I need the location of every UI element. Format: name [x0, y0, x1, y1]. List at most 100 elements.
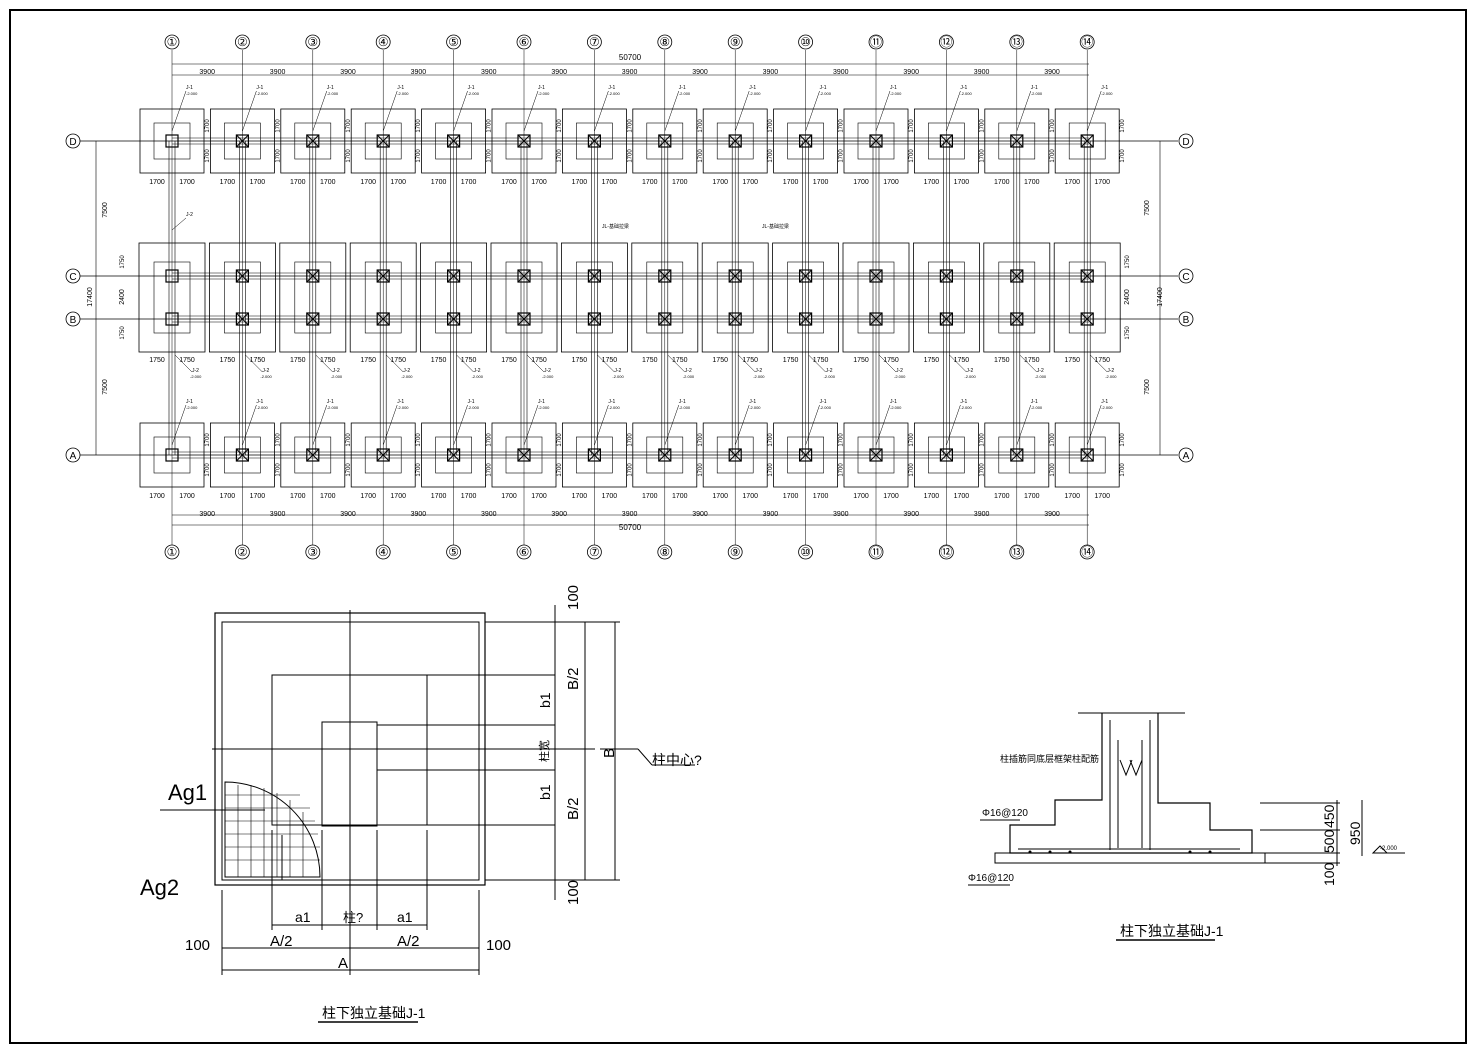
footing-tag-leader-A5	[453, 404, 468, 446]
footing-dim-r-D7: 1700	[602, 179, 618, 186]
footing-dim-b-A9: 1700	[768, 463, 774, 477]
footing-dim-r-A11: 1700	[883, 493, 899, 500]
dim-100-top: 100	[565, 585, 582, 610]
footing-dim-l-BC1: 1750	[149, 357, 165, 364]
footing-dim-r-BC8: 1750	[672, 357, 688, 364]
footing-dim-r-D8: 1700	[672, 179, 688, 186]
footing-dim-r-BC10: 1750	[813, 357, 829, 364]
bay-dim-bottom-8: 3900	[692, 511, 708, 518]
axis-label-bottom-14: ⑭	[1081, 545, 1093, 559]
footing-dim-l-A12: 1700	[924, 493, 940, 500]
footing-dim-l-D4: 1700	[360, 179, 376, 186]
footing-tag-leader-A7	[594, 404, 609, 446]
footing-tag-elev-A13: -2.000	[1031, 405, 1043, 410]
footing-dim-l-D10: 1700	[783, 179, 799, 186]
axis-label-bottom-11: ⑪	[870, 545, 882, 559]
footing-dim-r-BC13: 1750	[1024, 357, 1040, 364]
label-center: 柱中心?	[652, 752, 702, 768]
footing-tag-leader-A3	[312, 404, 328, 446]
footing-tag-leader-BC5	[456, 354, 474, 373]
footing-dim-t-A9: 1700	[768, 433, 774, 447]
footing-dim-t-A8: 1700	[698, 433, 704, 447]
footing-dim-r-A4: 1700	[390, 493, 406, 500]
footing-tag-elev-D2: -2.000	[256, 91, 268, 96]
tie-beams	[168, 137, 1091, 459]
axis-label-bottom-6: ⑥	[519, 545, 530, 559]
footing-tag-leader-BC7	[597, 354, 615, 373]
axis-bubble-top-11	[868, 34, 884, 50]
dim-100-bottom: 100	[565, 880, 582, 905]
axis-label-top-7: ⑦	[589, 35, 600, 49]
footing-tag-leader-D13	[1016, 90, 1032, 132]
footing-dim-t-D11: 1700	[909, 119, 915, 133]
footing-tag-elev-D12: -2.000	[960, 91, 972, 96]
footing-tag-elev-A5: -2.000	[468, 405, 480, 410]
axis-bubble-bottom-1	[164, 544, 180, 560]
footing-tag-D6: J-1	[538, 85, 545, 91]
axis-label-top-9: ⑨	[730, 35, 741, 49]
footing-dim-r-A5: 1700	[461, 493, 477, 500]
footing-tag-leader-BC4	[386, 354, 404, 373]
axis-label-top-10: ⑩	[800, 35, 811, 49]
footing-tag-leader-D12	[946, 90, 961, 132]
footing-dim-l-A13: 1700	[994, 493, 1010, 500]
footing-tag-D7: J-1	[608, 85, 615, 91]
footing-dim-l-D11: 1700	[853, 179, 869, 186]
footing-tag-leader-BC13	[1019, 354, 1037, 373]
footing-dim-b-A13: 1700	[1050, 463, 1056, 477]
footing-dim-l-A6: 1700	[501, 493, 517, 500]
footing-dim-r-A13: 1700	[1024, 493, 1040, 500]
footing-tag-BC4: J-2	[403, 368, 410, 374]
footing-tag-D12: J-1	[960, 85, 967, 91]
axis-label-bottom-9: ⑨	[730, 545, 741, 559]
axis-bubble-top-2	[234, 34, 250, 50]
footing-dim-b-D10: 1700	[839, 149, 845, 163]
footing-tag-elev-BC2: -2.000	[260, 374, 272, 379]
footing-tag-leader-BC10	[808, 354, 826, 373]
footing-tag-leader-D6	[523, 90, 539, 132]
label-a-half-right: A/2	[397, 933, 420, 950]
footing-tag-A2: J-1	[256, 399, 263, 405]
footing-tag-leader-A11	[875, 404, 891, 446]
axis-label-bottom-2: ②	[237, 545, 248, 559]
footing-tag-A12: J-1	[960, 399, 967, 405]
footing-dim-r-D13: 1700	[1024, 179, 1040, 186]
footing-dim-t-D7: 1700	[627, 119, 633, 133]
axis-bubble-bottom-14	[1079, 544, 1095, 560]
footing-dim-l-A8: 1700	[642, 493, 658, 500]
footing-tag-BC1: J-2	[192, 368, 199, 374]
axis-label-top-12: ⑫	[940, 35, 952, 49]
footing-dim-l-D2: 1700	[220, 179, 236, 186]
axis-bubble-left-C	[65, 268, 81, 284]
label-col-width: 柱宽	[537, 740, 551, 762]
axis-label-top-14: ⑭	[1081, 35, 1093, 49]
footing-tag-elev-BC6: -2.000	[542, 374, 554, 379]
footing-tag-D5: J-1	[468, 85, 475, 91]
footing-dim-b-A7: 1700	[627, 463, 633, 477]
bc-dim-right-top: 1750	[1125, 255, 1131, 269]
footing-tag-elev-A6: -2.000	[538, 405, 550, 410]
dim-950: 950	[1347, 821, 1363, 845]
axis-bubble-top-14	[1079, 34, 1095, 50]
footing-dim-b-D4: 1700	[416, 149, 422, 163]
footing-tag-leader-A12	[946, 404, 961, 446]
axis-bubble-left-D	[65, 133, 81, 149]
footing-dim-l-BC2: 1750	[220, 357, 236, 364]
label-b-half-bottom: B/2	[565, 797, 582, 820]
footing-dim-b-A12: 1700	[979, 463, 985, 477]
footing-dim-t-A14: 1700	[1120, 433, 1126, 447]
axis-label-top-13: ⑬	[1011, 35, 1023, 49]
axis-label-bottom-4: ④	[378, 545, 389, 559]
footing-tag-leader-D5	[453, 90, 468, 132]
axis-bubble-bottom-6	[516, 544, 532, 560]
footing-tag-leader-BC3	[315, 354, 333, 373]
footing-tag-elev-D1: -2.000	[186, 91, 198, 96]
axis-label-bottom-5: ⑤	[448, 545, 459, 559]
footing-tag-leader-D10	[805, 90, 820, 132]
footing-tag-elev-BC14: -2.000	[1105, 374, 1117, 379]
footing-dim-t-D13: 1700	[1050, 119, 1056, 133]
axis-label-top-3: ③	[307, 35, 318, 49]
footing-dim-l-D13: 1700	[994, 179, 1010, 186]
label-b-half-top: B/2	[565, 667, 582, 690]
